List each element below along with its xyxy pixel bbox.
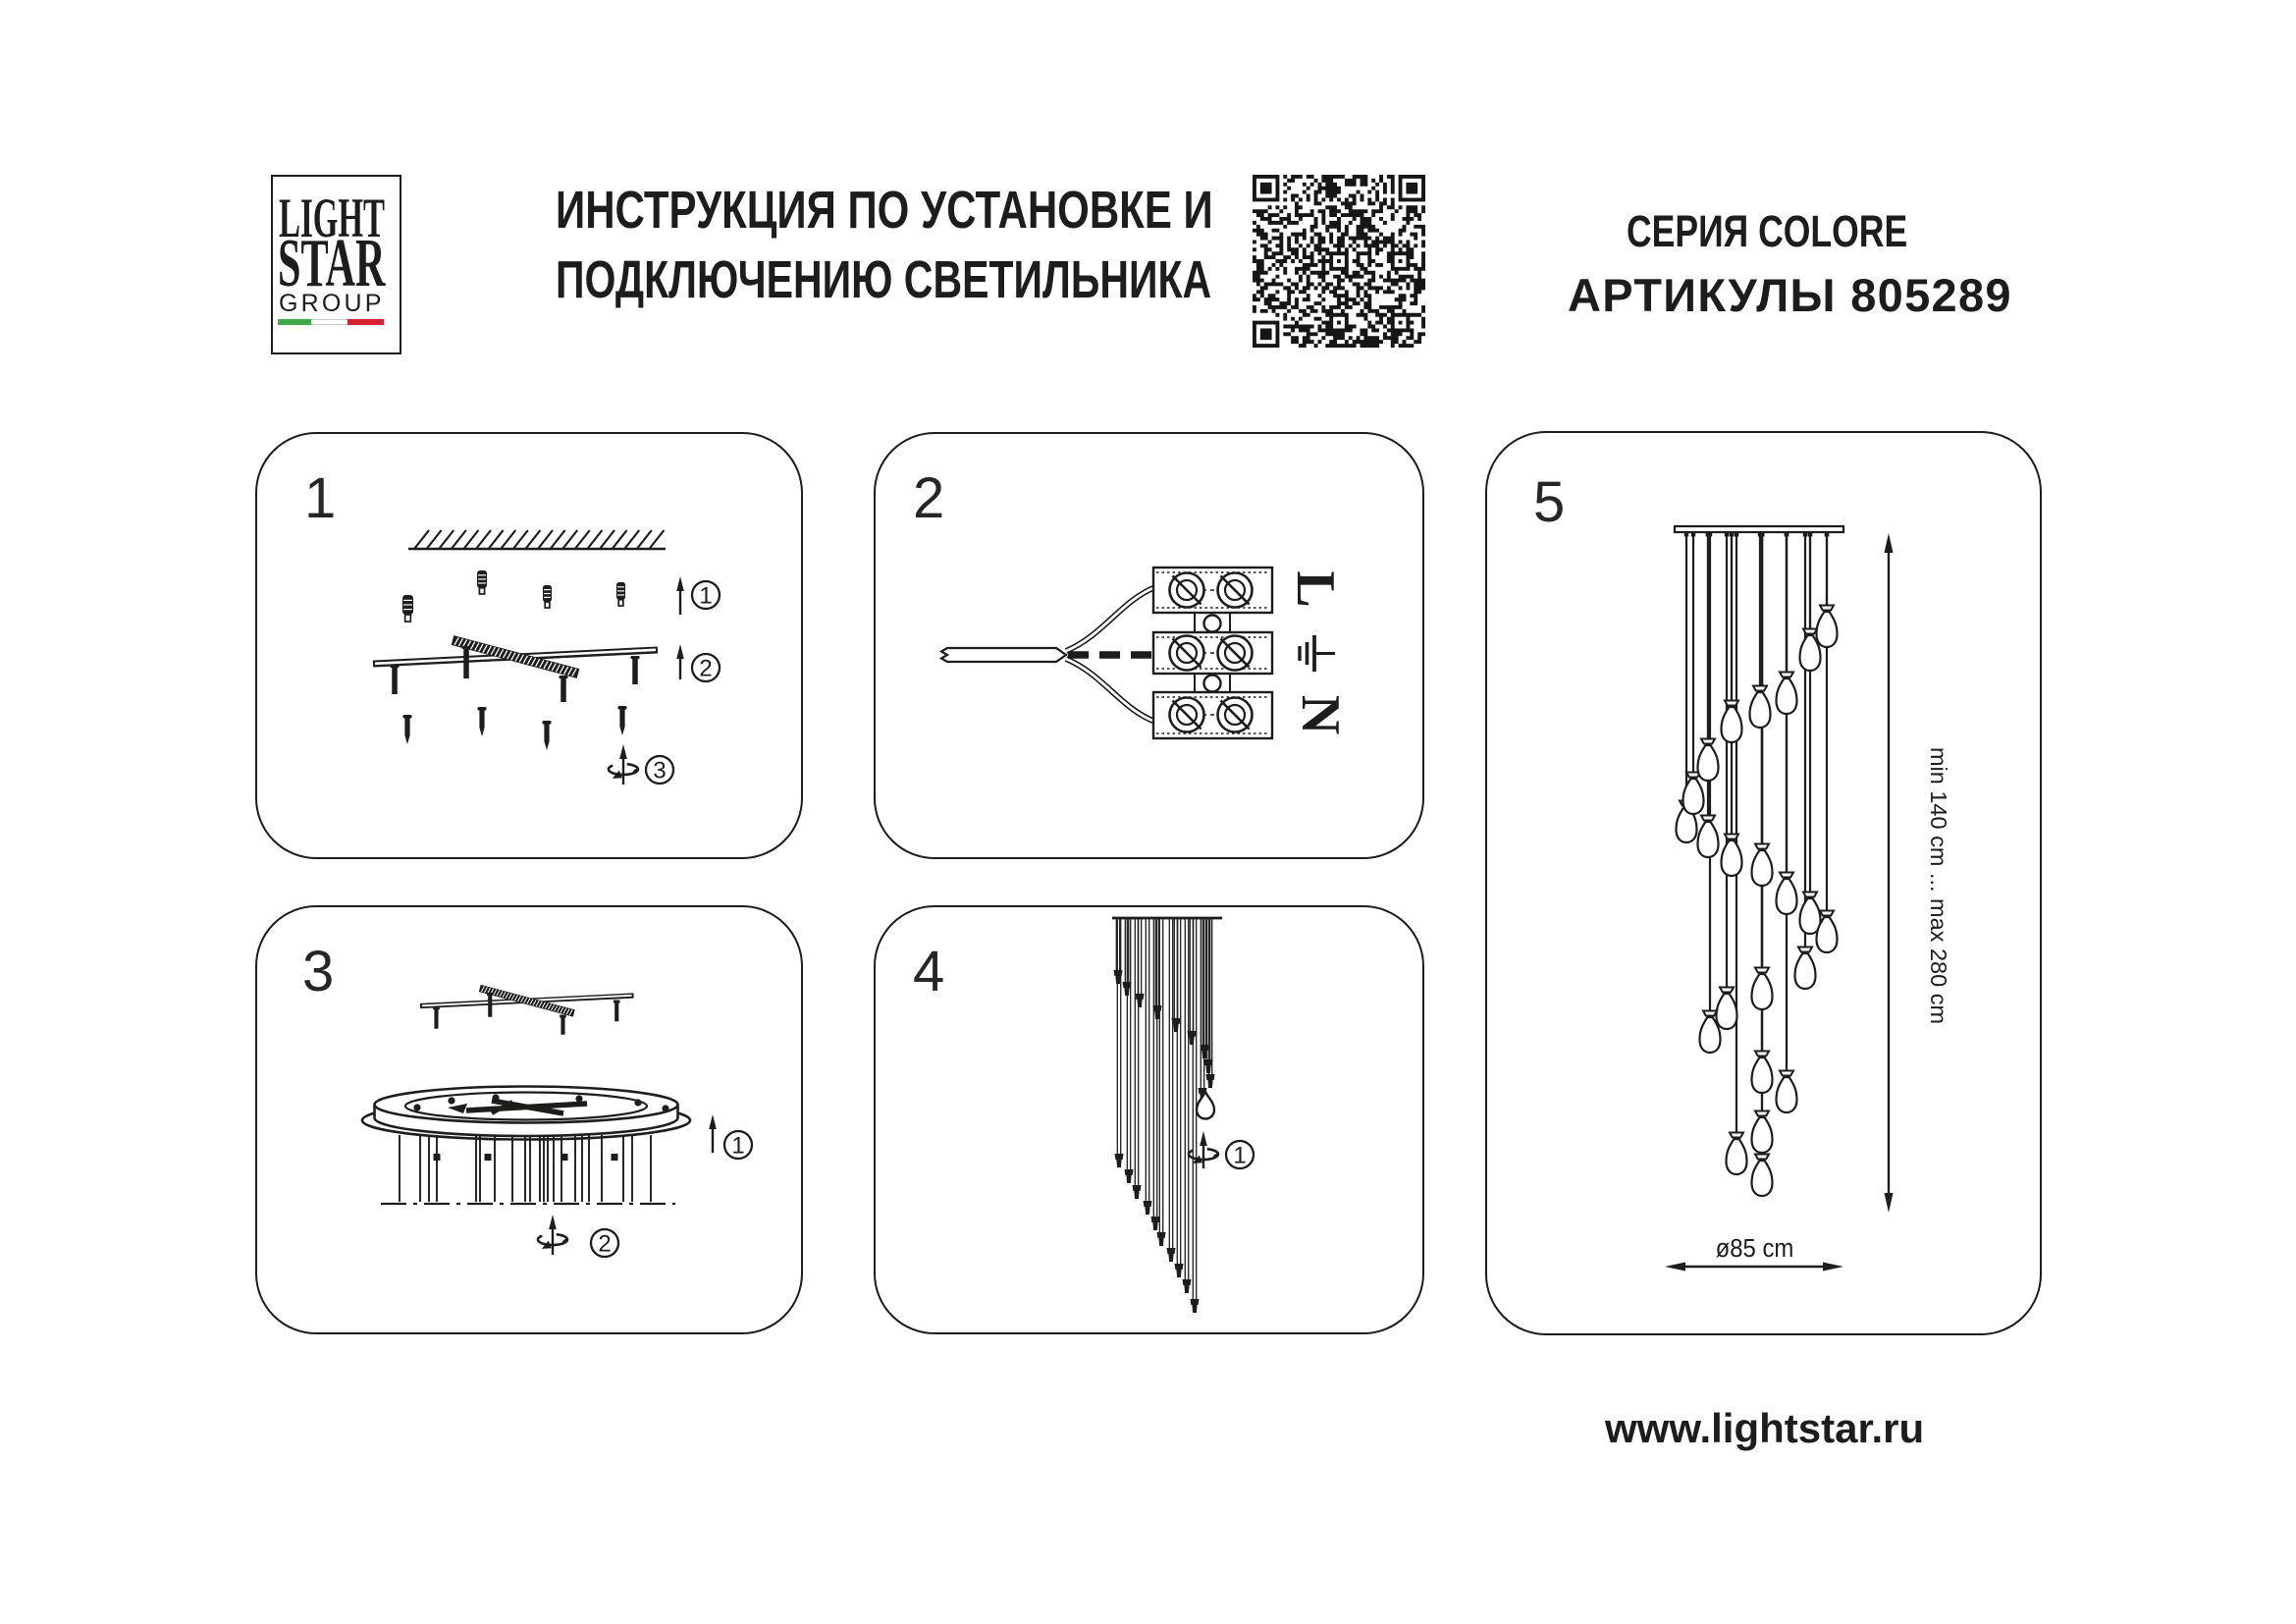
- svg-text:1: 1: [699, 583, 712, 610]
- svg-text:1: 1: [731, 1133, 744, 1160]
- svg-text:min 140 cm ... max 280 cm: min 140 cm ... max 280 cm: [1926, 747, 1951, 1024]
- svg-text:ø85 cm: ø85 cm: [1716, 1234, 1794, 1263]
- svg-text:L: L: [1285, 570, 1346, 607]
- svg-text:1: 1: [1233, 1143, 1246, 1169]
- svg-text:3: 3: [653, 758, 666, 785]
- svg-text:2: 2: [598, 1231, 611, 1258]
- svg-text:N: N: [1290, 695, 1351, 734]
- svg-text:2: 2: [699, 656, 712, 682]
